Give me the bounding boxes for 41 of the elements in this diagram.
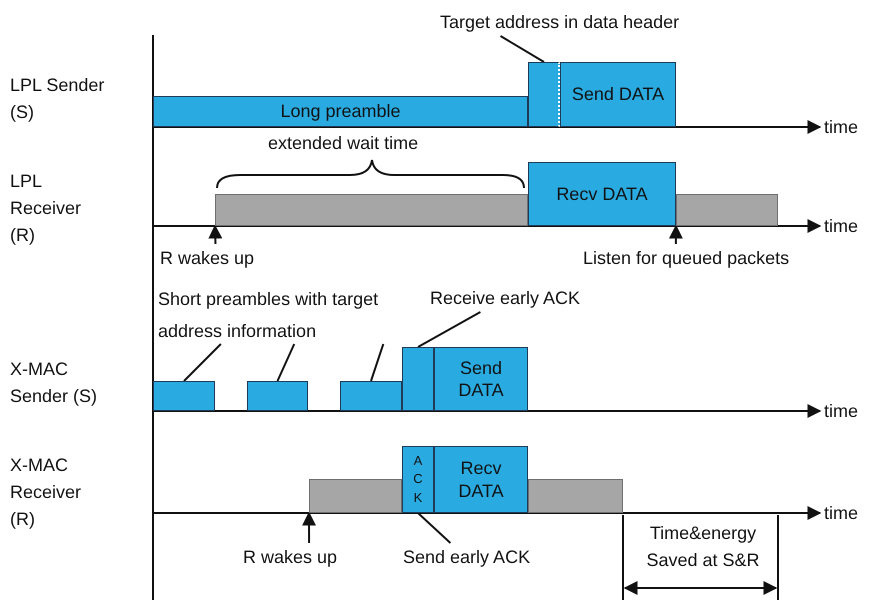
annotation-text: R wakes up <box>243 543 361 571</box>
row-label: X-MAC Receiver (R) <box>10 454 82 531</box>
short-preamble-block <box>153 381 215 411</box>
address-block <box>528 62 560 127</box>
annotation-text: Short preambles with target address information <box>158 284 420 344</box>
preamble-block: Long preamble <box>153 96 528 127</box>
data-block: Recv DATA <box>434 446 528 513</box>
arrow <box>208 224 222 244</box>
axis-label: time <box>824 502 860 525</box>
leader-line <box>276 344 296 382</box>
annotation-text: Receive early ACK <box>430 284 610 312</box>
leader-line <box>183 343 222 382</box>
annotation-text: Listen for queued packets <box>583 244 841 272</box>
row-label: LPL Receiver (R) <box>10 170 82 247</box>
listen-bar <box>676 194 778 226</box>
row-label: LPL Sender (S) <box>10 74 106 124</box>
annotation-text: Target address in data header <box>440 8 715 36</box>
listen-bar <box>215 194 528 226</box>
ack-block: ACK <box>402 446 434 513</box>
axis-label: time <box>824 215 860 238</box>
saving-label: Time&energy Saved at S&R <box>645 522 761 572</box>
leader-line <box>417 512 452 544</box>
data-block: Recv DATA <box>528 162 676 226</box>
data-block: Send DATA <box>560 62 676 127</box>
listen-bar <box>309 479 402 513</box>
data-block: Send DATA <box>434 347 528 411</box>
annotation-text: R wakes up <box>160 244 278 272</box>
arrow <box>668 224 683 244</box>
arrow <box>302 512 316 543</box>
annotation-text: Send early ACK <box>403 543 561 571</box>
axis-label: time <box>824 400 860 423</box>
leader-line <box>500 35 545 63</box>
leader-line <box>418 311 481 348</box>
ack-block <box>402 347 434 411</box>
row-label: X-MAC Sender (S) <box>10 358 98 408</box>
wait-time-label: extended wait time <box>268 132 420 155</box>
short-preamble-block <box>340 381 402 411</box>
leader-line <box>370 344 384 382</box>
short-preamble-block <box>247 381 308 411</box>
listen-bar <box>528 479 623 513</box>
axis-label: time <box>824 116 860 139</box>
